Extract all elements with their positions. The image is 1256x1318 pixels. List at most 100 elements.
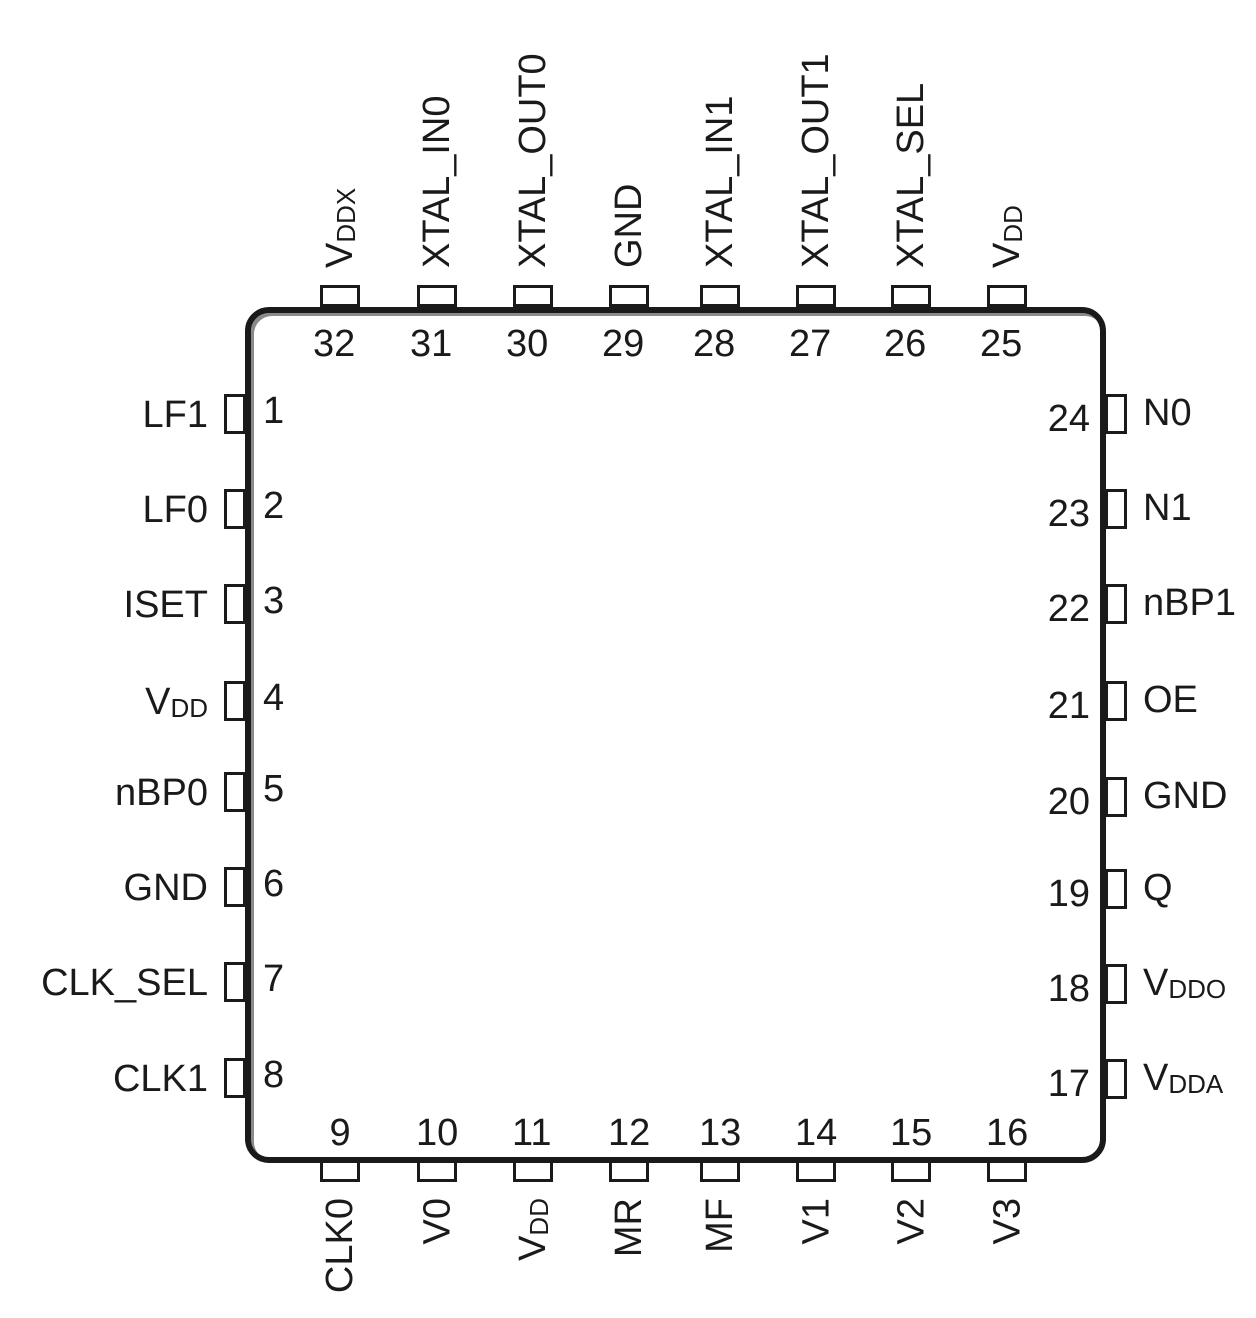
pin-number-13: 13	[699, 1112, 742, 1154]
pin-number-23: 23	[1047, 493, 1090, 535]
pin-label-6: GND	[124, 869, 208, 907]
pin-name-text: nBP1	[1143, 582, 1236, 624]
pin-name-text: N1	[1143, 487, 1192, 529]
pin-number-12: 12	[608, 1112, 651, 1154]
pin-name-text: XTAL_IN1	[699, 95, 741, 268]
pin-name-text: CLK_SEL	[41, 962, 208, 1004]
pin-name-text: V	[1143, 1057, 1169, 1099]
pin-number-11: 11	[512, 1112, 552, 1154]
pin-number-9: 9	[329, 1112, 351, 1154]
pin-number-19: 19	[1047, 873, 1090, 915]
pin-name-text: GND	[608, 183, 650, 268]
pin-name-subscript: DDA	[1168, 1068, 1224, 1099]
pin-label-20: GND	[1143, 777, 1227, 815]
pin-name-text: V	[145, 681, 171, 723]
pin-pad-13	[700, 1160, 740, 1182]
pin-name-subscript: DDX	[330, 187, 361, 243]
pin-label-32: VDDX	[319, 187, 361, 268]
pin-label-5: nBP0	[115, 774, 208, 812]
pin-pad-17	[1105, 1059, 1127, 1099]
pin-label-31: XTAL_IN0	[416, 96, 458, 268]
pin-pad-20	[1105, 777, 1127, 817]
pin-pad-18	[1105, 964, 1127, 1004]
pin-label-26: XTAL_SEL	[890, 82, 932, 268]
pin-label-11: VDD	[512, 1198, 554, 1261]
pin-pad-32	[320, 285, 360, 307]
pin-name-subscript: DD	[170, 692, 208, 723]
pin-name-text: V	[986, 242, 1028, 268]
pin-name-text: XTAL_OUT0	[512, 53, 554, 268]
pin-name-text: V	[1143, 962, 1169, 1004]
pin-number-7: 7	[263, 958, 285, 1000]
pin-label-23: N1	[1143, 489, 1192, 527]
pin-name-text: Q	[1143, 867, 1173, 909]
pin-label-4: VDD	[145, 683, 208, 721]
pin-number-17: 17	[1047, 1063, 1090, 1105]
pin-name-text: GND	[123, 867, 208, 909]
pin-name-text: V1	[795, 1198, 837, 1245]
pin-number-26: 26	[884, 323, 927, 365]
pin-number-29: 29	[602, 323, 645, 365]
pin-number-30: 30	[506, 323, 549, 365]
pin-number-14: 14	[795, 1112, 838, 1154]
pin-number-21: 21	[1047, 685, 1090, 727]
pin-label-28: XTAL_IN1	[699, 95, 741, 268]
pin-name-text: V	[512, 1235, 554, 1261]
pin-label-14: V1	[795, 1198, 837, 1245]
pin-name-subscript: DD	[997, 205, 1028, 243]
pin-number-32: 32	[313, 323, 356, 365]
pin-label-16: V3	[986, 1198, 1028, 1245]
pin-label-10: V0	[416, 1198, 458, 1244]
pin-label-13: MF	[699, 1198, 741, 1253]
pin-name-text: CLK0	[319, 1198, 361, 1294]
pin-name-text: V2	[890, 1198, 932, 1245]
pin-name-text: MF	[699, 1198, 741, 1253]
pin-label-22: nBP1	[1143, 584, 1236, 622]
pin-number-25: 25	[980, 323, 1023, 365]
pin-name-text: LF0	[142, 489, 208, 531]
pin-number-3: 3	[263, 580, 285, 622]
pin-pad-1	[224, 394, 246, 434]
pin-number-6: 6	[263, 863, 285, 905]
pin-pad-14	[796, 1160, 836, 1182]
pin-pad-6	[224, 867, 246, 907]
pin-number-2: 2	[263, 485, 285, 527]
pin-number-10: 10	[416, 1112, 459, 1154]
pin-label-7: CLK_SEL	[41, 964, 208, 1002]
pin-pad-10	[417, 1160, 457, 1182]
pin-pad-11	[513, 1160, 553, 1182]
pin-name-text: ISET	[123, 584, 208, 626]
pin-number-18: 18	[1047, 968, 1090, 1010]
pin-label-24: N0	[1143, 394, 1192, 432]
pin-pad-15	[891, 1160, 931, 1182]
pin-pad-2	[224, 489, 246, 529]
pin-pad-5	[224, 772, 246, 812]
pin-pad-23	[1105, 489, 1127, 529]
pin-pad-16	[987, 1160, 1027, 1182]
pin-name-text: V3	[986, 1198, 1028, 1245]
pin-name-text: XTAL_SEL	[890, 82, 932, 268]
pin-label-8: CLK1	[113, 1060, 208, 1098]
pin-pad-7	[224, 962, 246, 1002]
pin-pad-27	[796, 285, 836, 307]
pin-number-1: 1	[263, 390, 285, 432]
pin-name-text: XTAL_OUT1	[795, 53, 837, 268]
package-body	[245, 307, 1106, 1163]
pin-pad-29	[609, 285, 649, 307]
pin-pad-9	[320, 1160, 360, 1182]
pin-pad-26	[891, 285, 931, 307]
pin-pad-19	[1105, 869, 1127, 909]
pin-pad-4	[224, 681, 246, 721]
pin-label-1: LF1	[143, 396, 208, 434]
pin-label-25: VDD	[986, 205, 1028, 268]
pin-label-29: GND	[608, 183, 650, 268]
pin-name-text: V	[319, 242, 361, 268]
pin-label-2: LF0	[143, 491, 208, 529]
pin-label-27: XTAL_OUT1	[795, 53, 837, 268]
pin-label-21: OE	[1143, 681, 1198, 719]
pin-number-31: 31	[410, 323, 453, 365]
pin-label-17: VDDA	[1143, 1059, 1223, 1097]
pin-number-15: 15	[890, 1112, 933, 1154]
pin-pad-28	[700, 285, 740, 307]
